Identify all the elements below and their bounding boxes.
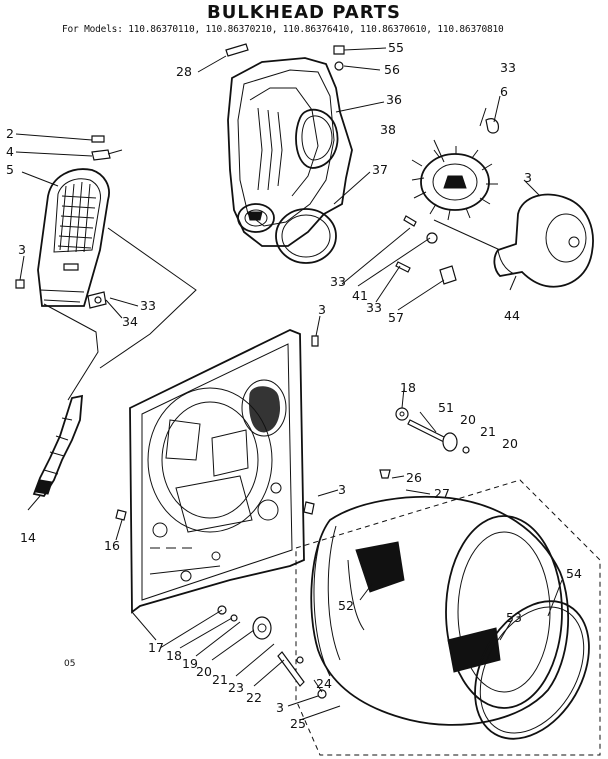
callout-16: 16 xyxy=(104,538,120,553)
callout-44: 44 xyxy=(504,308,520,323)
lint-housing-5 xyxy=(37,168,110,307)
callout-56: 56 xyxy=(384,62,400,77)
callout-21-lower: 21 xyxy=(212,672,228,687)
front-panel-17 xyxy=(129,329,305,614)
callout-28: 28 xyxy=(176,64,192,79)
callout-51: 51 xyxy=(438,400,454,415)
callout-55: 55 xyxy=(388,40,404,55)
callout-38: 38 xyxy=(380,122,396,137)
blower-wheel-38 xyxy=(411,146,498,221)
callout-3-bottom: 3 xyxy=(276,700,284,715)
callout-3: 3 xyxy=(18,242,26,257)
callout-20-upper-a: 20 xyxy=(460,412,476,427)
callout-33-mid: 33 xyxy=(330,274,346,289)
door-switch-14 xyxy=(32,394,83,498)
seal-ring-37 xyxy=(275,208,337,264)
callout-23: 23 xyxy=(228,680,244,695)
callout-5: 5 xyxy=(6,162,14,177)
callout-52: 52 xyxy=(338,598,354,613)
callout-4: 4 xyxy=(6,144,14,159)
callout-20-upper-b: 20 xyxy=(502,436,518,451)
callout-2: 2 xyxy=(6,126,14,141)
callout-19: 19 xyxy=(182,656,198,671)
callout-33: 33 xyxy=(140,298,156,313)
callout-3-panel: 3 xyxy=(318,302,326,317)
models-subtitle: For Models: 110.86370110, 110.86370210, … xyxy=(62,24,504,35)
callout-37: 37 xyxy=(372,162,388,177)
callout-3-blower: 3 xyxy=(524,170,532,185)
callout-27: 27 xyxy=(434,486,450,501)
roller-parts-upper xyxy=(15,279,470,521)
clip-34 xyxy=(87,291,107,309)
bolt-55-56 xyxy=(333,45,345,71)
callout-41: 41 xyxy=(352,288,368,303)
callout-3-drum: 3 xyxy=(338,482,346,497)
clip-28 xyxy=(225,43,249,57)
callout-33-low: 33 xyxy=(366,300,382,315)
callout-36: 36 xyxy=(386,92,402,107)
drum-seal-54 xyxy=(474,600,590,740)
callout-6: 6 xyxy=(500,84,508,99)
callout-33-top: 33 xyxy=(500,60,516,75)
upper-duct-assembly xyxy=(227,57,353,247)
clip-6 xyxy=(485,118,499,134)
callout-21-upper: 21 xyxy=(480,424,496,439)
callout-18-upper: 18 xyxy=(400,380,416,395)
screws-2-4 xyxy=(91,135,123,161)
roller-parts-lower xyxy=(217,605,327,699)
page-title: BULKHEAD PARTS xyxy=(206,2,402,23)
seal-ring-36 xyxy=(295,108,339,169)
callout-labels: 2 4 5 3 33 34 14 16 28 55 56 36 37 38 33… xyxy=(6,40,582,731)
callout-54: 54 xyxy=(566,566,582,581)
callout-24: 24 xyxy=(316,676,332,691)
callout-26: 26 xyxy=(406,470,422,485)
leader-lines xyxy=(15,47,563,721)
small-parts-fan xyxy=(395,215,457,285)
blower-housing-44 xyxy=(493,193,594,288)
callout-53: 53 xyxy=(506,610,522,625)
callout-22: 22 xyxy=(246,690,262,705)
callout-20-lower-a: 20 xyxy=(196,664,212,679)
callout-25: 25 xyxy=(290,716,306,731)
callout-57: 57 xyxy=(388,310,404,325)
footer-code: 05 xyxy=(64,659,75,669)
callout-17: 17 xyxy=(148,640,164,655)
callout-18-lower: 18 xyxy=(166,648,182,663)
callout-14: 14 xyxy=(20,530,36,545)
callout-34: 34 xyxy=(122,314,138,329)
